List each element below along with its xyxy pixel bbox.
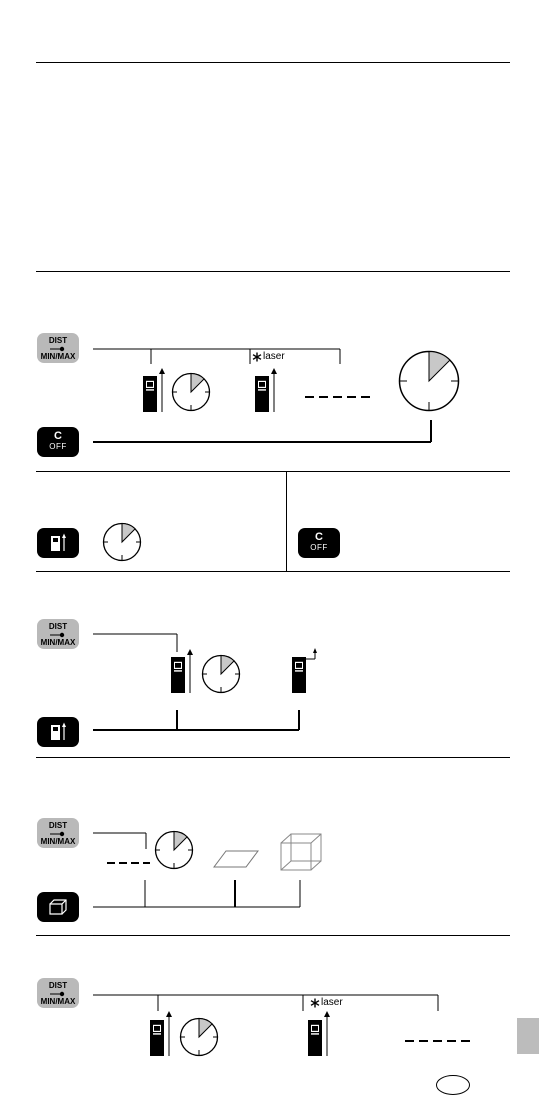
measure-arrow-icon (187, 649, 193, 693)
divider-vertical (286, 471, 287, 571)
timer-clock-icon (102, 522, 142, 562)
reference-plane-key[interactable] (37, 717, 79, 747)
divider-5 (36, 935, 510, 936)
measure-arrow-icon (324, 1011, 330, 1056)
section4-diagram (93, 832, 301, 908)
device-icon (143, 376, 157, 412)
laser-label: laser (321, 997, 343, 1008)
reference-plane-key-icon (51, 722, 66, 740)
clear-off-key[interactable]: C OFF (298, 528, 340, 558)
measure-arrow-icon (271, 368, 277, 412)
timer-clock-large-icon (398, 350, 460, 412)
dist-minmax-key[interactable]: DIST MIN/MAX (37, 619, 79, 649)
volume-cube-icon (280, 833, 322, 871)
dist-minmax-key[interactable]: DIST MIN/MAX (37, 333, 79, 363)
divider-3 (36, 571, 510, 572)
side-tab-marker (517, 1018, 539, 1054)
laser-star-icon (310, 998, 320, 1008)
area-volume-key-icon (49, 899, 67, 915)
dist-minmax-key[interactable]: DIST MIN/MAX (37, 978, 79, 1008)
divider-top (36, 62, 510, 63)
section1-diagram (93, 348, 432, 443)
timer-clock-icon (171, 372, 211, 412)
area-volume-key[interactable] (37, 892, 79, 922)
section5-diagram (93, 994, 472, 1042)
clear-off-key[interactable]: C OFF (37, 427, 79, 457)
divider-4 (36, 757, 510, 758)
timer-clock-icon (179, 1017, 219, 1057)
measure-arrow-icon (159, 368, 165, 412)
timer-clock-icon (201, 654, 241, 694)
divider-2 (36, 471, 510, 472)
dist-minmax-key-icon (50, 632, 65, 638)
dist-minmax-key[interactable]: DIST MIN/MAX (37, 818, 79, 848)
dist-minmax-key-icon (50, 346, 65, 352)
device-icon (292, 657, 306, 693)
laser-label: laser (263, 351, 285, 362)
timer-clock-icon (154, 830, 194, 870)
dist-minmax-key-icon (50, 831, 65, 837)
measure-arrow-icon (166, 1011, 172, 1056)
divider-1 (36, 271, 510, 272)
device-icon (150, 1020, 164, 1056)
area-shape-icon (213, 850, 259, 868)
device-icon (308, 1020, 322, 1056)
device-icon (255, 376, 269, 412)
dist-minmax-key-icon (50, 991, 65, 997)
device-icon (171, 657, 185, 693)
language-oval-icon (436, 1075, 470, 1095)
reference-plane-key-icon (51, 533, 66, 551)
laser-star-icon (252, 352, 262, 362)
section3-diagram (93, 633, 300, 731)
reference-arrow-icon (306, 648, 317, 660)
reference-plane-key[interactable] (37, 528, 79, 558)
